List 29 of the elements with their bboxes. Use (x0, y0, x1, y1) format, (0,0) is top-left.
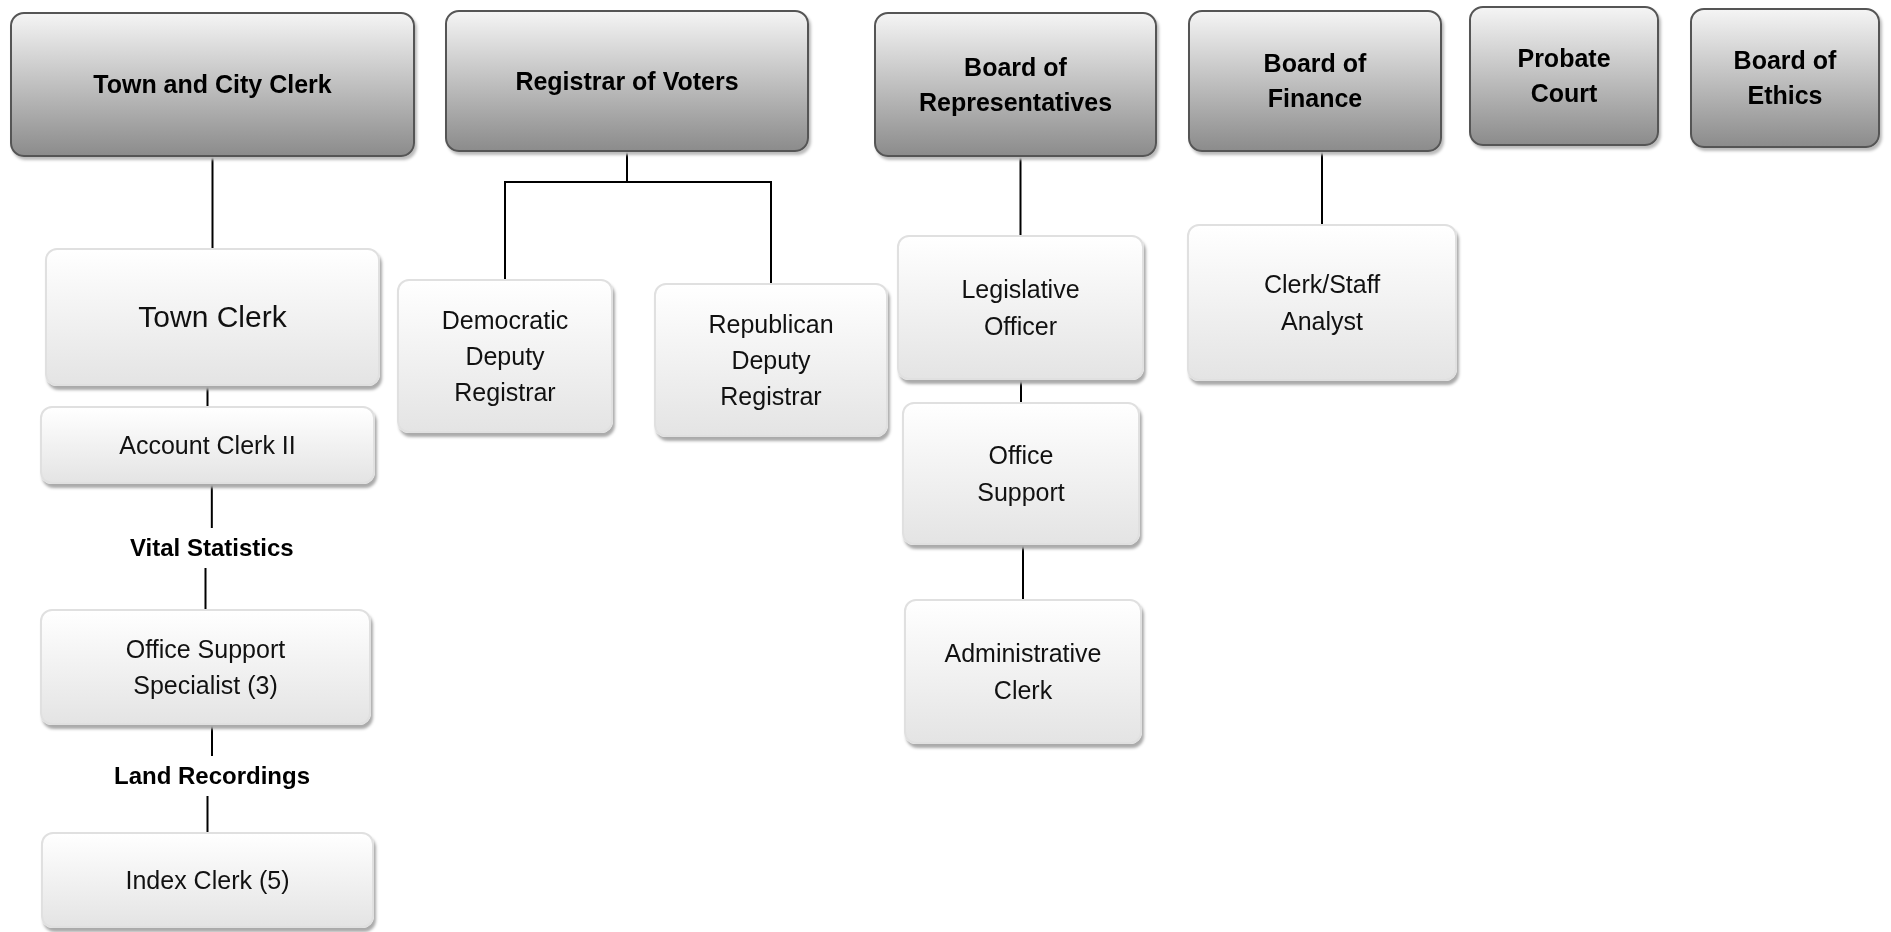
connector-line (204, 567, 207, 610)
connector-line (206, 795, 209, 833)
department-header-box: Registrar of Voters (445, 10, 809, 152)
position-box: Office Support (902, 402, 1140, 545)
connector-line (210, 483, 213, 529)
connector-line (1022, 544, 1024, 600)
position-box: Democratic Deputy Registrar (397, 279, 613, 433)
position-box: Legislative Officer (897, 235, 1144, 380)
department-header-box: Board of Representatives (874, 12, 1157, 157)
connector-line (1020, 379, 1022, 403)
department-header-box: Board of Ethics (1690, 8, 1880, 148)
department-header-box: Board of Finance (1188, 10, 1442, 152)
position-box: Administrative Clerk (904, 599, 1142, 744)
department-header-box: Probate Court (1469, 6, 1659, 146)
connector-line (626, 151, 772, 284)
section-heading: Land Recordings (110, 756, 315, 796)
position-box: Index Clerk (5) (41, 832, 374, 928)
connector-line (211, 724, 213, 757)
position-box: Town Clerk (45, 248, 380, 386)
connector-line (211, 156, 214, 249)
position-box: Account Clerk II (40, 406, 375, 484)
connector-line (1019, 156, 1022, 236)
department-header-box: Town and City Clerk (10, 12, 415, 157)
connector-line (206, 385, 209, 407)
position-box: Office Support Specialist (3) (40, 609, 371, 725)
position-box: Republican Deputy Registrar (654, 283, 888, 437)
connector-line (1321, 151, 1323, 225)
position-box: Clerk/Staff Analyst (1187, 224, 1457, 381)
section-heading: Vital Statistics (126, 528, 298, 568)
